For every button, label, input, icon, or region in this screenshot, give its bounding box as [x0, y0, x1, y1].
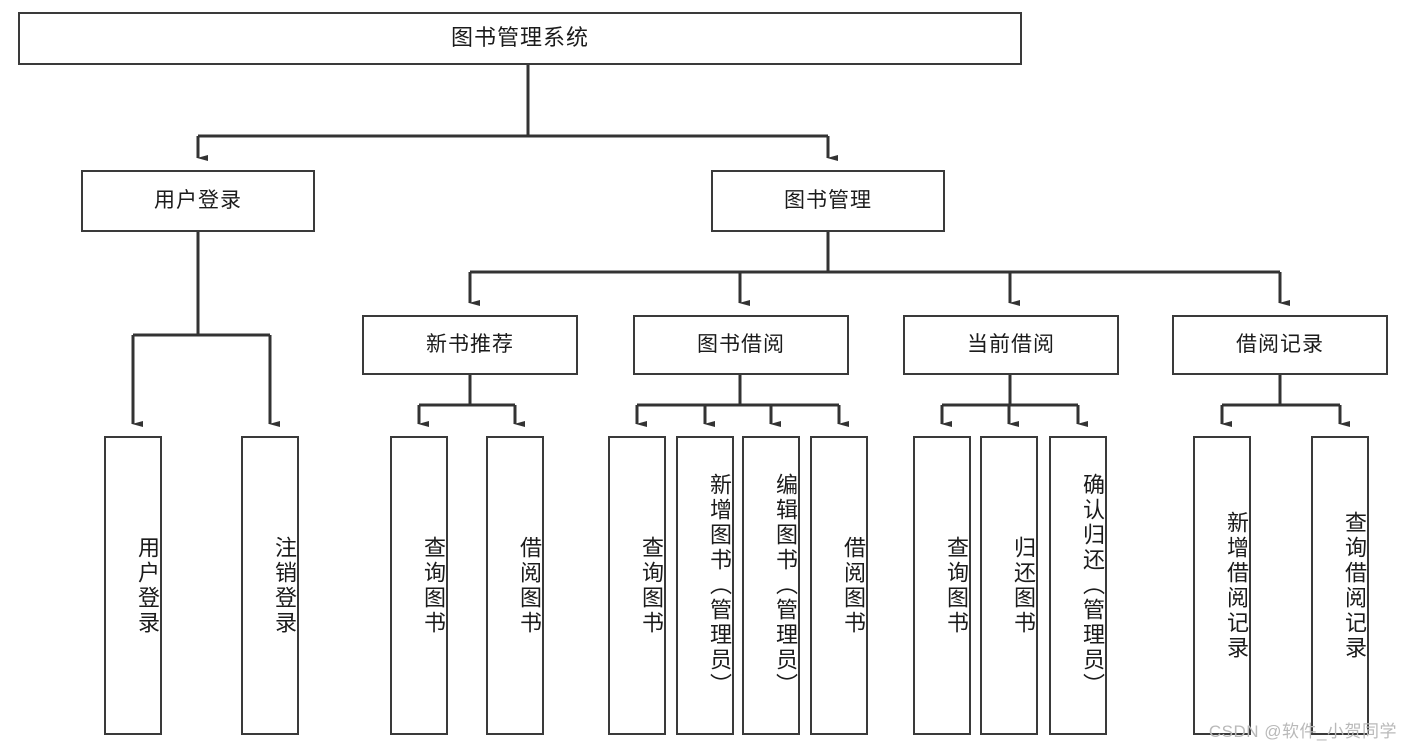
leaf-label: 借阅图书: [517, 535, 542, 636]
node-book-borrow[interactable]: 图书借阅: [633, 315, 849, 375]
leaf-label: 归还图书: [1011, 535, 1036, 636]
leaf-label: 注销登录: [272, 535, 297, 636]
node-current-borrow[interactable]: 当前借阅: [903, 315, 1119, 375]
leaf-book-borrow-add[interactable]: 新增图书（管理员）: [676, 436, 734, 735]
leaf-current-borrow-return[interactable]: 归还图书: [980, 436, 1038, 735]
leaf-label: 新增图书（管理员）: [707, 473, 732, 698]
leaf-user-login-login[interactable]: 用户登录: [104, 436, 162, 735]
leaf-book-borrow-edit[interactable]: 编辑图书（管理员）: [742, 436, 800, 735]
leaf-label: 查询图书: [639, 535, 664, 636]
leaf-label: 新增借阅记录: [1224, 510, 1249, 661]
node-borrow-record[interactable]: 借阅记录: [1172, 315, 1388, 375]
leaf-book-borrow-query[interactable]: 查询图书: [608, 436, 666, 735]
node-book-management[interactable]: 图书管理: [711, 170, 945, 232]
leaf-current-borrow-confirm[interactable]: 确认归还（管理员）: [1049, 436, 1107, 735]
csdn-watermark: CSDN @软件_小贺同学: [1208, 722, 1397, 741]
leaf-label: 用户登录: [135, 535, 160, 636]
leaf-label: 查询借阅记录: [1342, 510, 1367, 661]
leaf-label: 编辑图书（管理员）: [773, 473, 798, 698]
leaf-new-book-query[interactable]: 查询图书: [390, 436, 448, 735]
node-user-login[interactable]: 用户登录: [81, 170, 315, 232]
leaf-user-login-logout[interactable]: 注销登录: [241, 436, 299, 735]
leaf-label: 确认归还（管理员）: [1080, 473, 1105, 698]
leaf-current-borrow-query[interactable]: 查询图书: [913, 436, 971, 735]
leaf-label: 查询图书: [944, 535, 969, 636]
node-new-book-recommend[interactable]: 新书推荐: [362, 315, 578, 375]
leaf-new-book-borrow[interactable]: 借阅图书: [486, 436, 544, 735]
node-root[interactable]: 图书管理系统: [18, 12, 1022, 65]
leaf-label: 借阅图书: [841, 535, 866, 636]
leaf-label: 查询图书: [421, 535, 446, 636]
leaf-borrow-record-query[interactable]: 查询借阅记录: [1311, 436, 1369, 735]
leaf-book-borrow-borrow[interactable]: 借阅图书: [810, 436, 868, 735]
leaf-borrow-record-add[interactable]: 新增借阅记录: [1193, 436, 1251, 735]
